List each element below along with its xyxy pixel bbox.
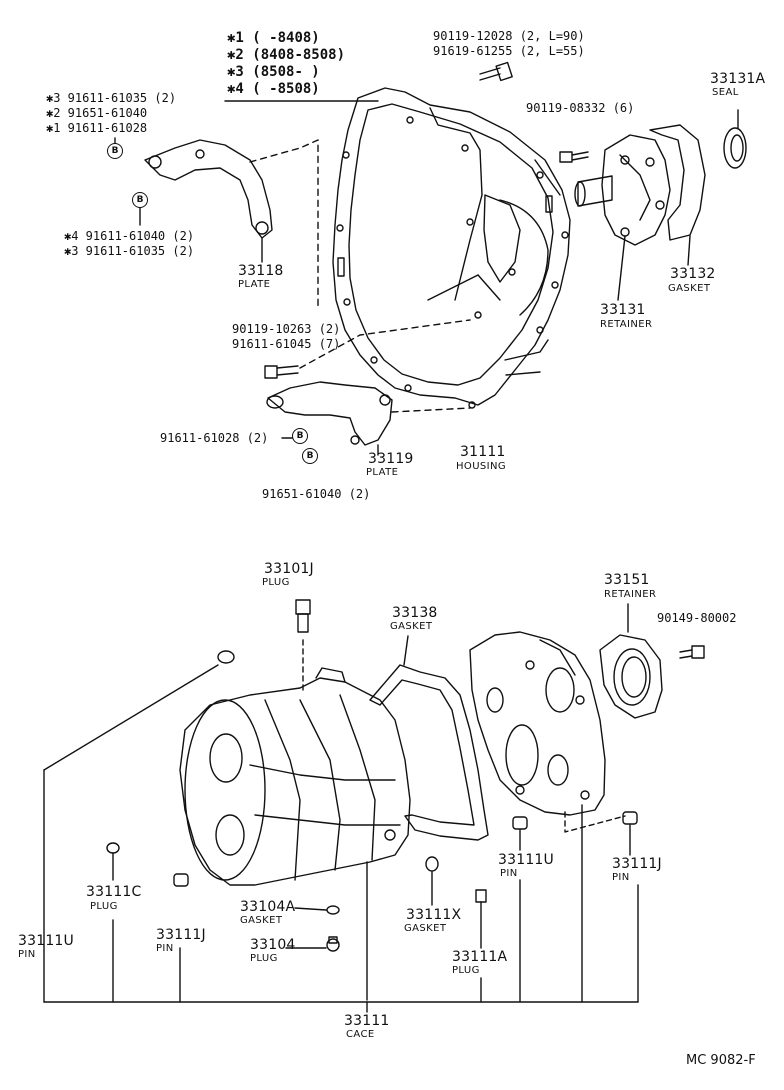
plug-33101J-drawing (295, 599, 311, 691)
part-33111J-a-number: 33111J (156, 927, 206, 943)
part-33104-number: 33104 (250, 937, 296, 953)
bolt-90149-drawing (679, 645, 705, 659)
part-33101J-number: 33101J (264, 561, 314, 577)
bolt-retainer-pn: 90119-08332 (6) (526, 101, 635, 115)
legend-range: ( -8408) (252, 30, 320, 46)
part-33138-number: 33138 (392, 605, 438, 621)
part-33118-name: PLATE (238, 279, 271, 290)
legend-range: (8408-8508) (252, 47, 346, 63)
bolt-top-drawing (479, 61, 513, 82)
part-33104A-number: 33104A (240, 899, 296, 915)
circle-b-marker: B (107, 143, 123, 159)
gasket-33132-drawing (649, 124, 706, 266)
part-33132-name: GASKET (668, 283, 711, 294)
part-33131A-number: 33131A (710, 71, 766, 87)
part-33131A-name: SEAL (712, 87, 739, 98)
plate-33118-drawing (144, 139, 319, 311)
part-33111-name: CACE (346, 1029, 375, 1040)
legend-mark: ✱2 (227, 47, 244, 63)
part-33131-name: RETAINER (600, 319, 653, 330)
legend-row-2: ✱2 (8408-8508) (227, 48, 345, 62)
plug-33111C-drawing (106, 842, 120, 854)
bolt-90149-pn: 90149-80002 (657, 611, 737, 625)
bolt-left-pn-1: ✱3 91611-61035 (2) (46, 91, 177, 105)
bolt-center-pn-1: 90119-10263 (2) (232, 322, 341, 336)
part-33119-number: 33119 (368, 451, 414, 467)
legend-range: (8508- ) (252, 64, 320, 80)
pin-33111J-a-drawing (173, 873, 189, 887)
legend-mark: ✱4 (227, 81, 244, 97)
part-33111J-b-name: PIN (612, 872, 630, 883)
gasket-33104A-drawing (326, 905, 340, 915)
part-31111-number: 31111 (460, 444, 506, 460)
bolt-retainer-drawing (559, 151, 589, 163)
circle-b-marker: B (302, 448, 318, 464)
pin-33111U-b-drawing (512, 816, 528, 830)
leader-bracket (43, 769, 639, 1013)
seal-drawing (723, 109, 747, 169)
part-33111J-a-name: PIN (156, 943, 174, 954)
circle-b-marker: B (132, 192, 148, 208)
bolt-center-drawing (264, 319, 471, 379)
part-33151-number: 33151 (604, 572, 650, 588)
part-33111-number: 33111 (344, 1013, 390, 1029)
part-33111A-number: 33111A (452, 949, 508, 965)
bolt-center-pn-2: 91611-61045 (7) (232, 337, 341, 351)
part-33111U-a-name: PIN (18, 949, 36, 960)
part-31111-name: HOUSING (456, 461, 507, 472)
pin-top-left-drawing (43, 650, 235, 771)
part-33151-name: RETAINER (604, 589, 657, 600)
gasket-33138-drawing (369, 635, 489, 841)
bell-housing-drawing (332, 87, 571, 409)
part-33138-name: GASKET (390, 621, 433, 632)
bolt-top-pn-2: 91619-61255 (2, L=55) (433, 44, 585, 58)
circle-b-marker: B (292, 428, 308, 444)
plate-33119-drawing (266, 381, 471, 456)
part-33111A-name: PLUG (452, 965, 480, 976)
legend-row-3: ✱3 (8508- ) (227, 65, 320, 79)
part-33111X-number: 33111X (406, 907, 462, 923)
plug-33104-drawing (326, 936, 340, 952)
part-33111X-name: GASKET (404, 923, 447, 934)
part-33104A-name: GASKET (240, 915, 283, 926)
part-33119-name: PLATE (366, 467, 399, 478)
bolt-plate-lower-pn-a: 91611-61028 (2) (160, 431, 269, 445)
diagram-code: MC 9082-F (686, 1053, 756, 1068)
legend-range: ( -8508) (252, 81, 320, 97)
legend-mark: ✱3 (227, 64, 244, 80)
part-33104-name: PLUG (250, 953, 278, 964)
part-33131-number: 33131 (600, 302, 646, 318)
legend-mark: ✱1 (227, 30, 244, 46)
bolt-left-pn-5: ✱3 91611-61035 (2) (64, 244, 195, 258)
part-33111U-b-number: 33111U (498, 852, 554, 868)
part-33132-number: 33132 (670, 266, 716, 282)
leader-33104A (294, 907, 327, 911)
gasket-33111X-drawing (425, 856, 439, 872)
part-33111U-b-name: PIN (500, 868, 518, 879)
bolt-top-pn-1: 90119-12028 (2, L=90) (433, 29, 585, 43)
part-33111J-b-number: 33111J (612, 856, 662, 872)
bolt-left-pn-3: ✱1 91611-61028 (46, 121, 148, 135)
legend-row-4: ✱4 ( -8508) (227, 82, 320, 96)
bolt-left-pn-2: ✱2 91651-61040 (46, 106, 148, 120)
retainer-33131-drawing (574, 134, 671, 301)
part-33101J-name: PLUG (262, 577, 290, 588)
transmission-case-drawing (179, 667, 411, 1001)
retainer-33151-drawing (599, 603, 663, 719)
bolt-plate-lower-pn-b: 91651-61040 (2) (262, 487, 371, 501)
part-33111C-name: PLUG (90, 901, 118, 912)
rear-plate-drawing (469, 631, 626, 833)
plug-33111A-drawing (475, 889, 487, 949)
bolt-left-pn-4: ✱4 91611-61040 (2) (64, 229, 195, 243)
legend-row-1: ✱1 ( -8408) (227, 31, 320, 45)
part-33118-number: 33118 (238, 263, 284, 279)
part-33111C-number: 33111C (86, 884, 142, 900)
part-33111U-a-number: 33111U (18, 933, 74, 949)
pin-33111J-b-drawing (622, 811, 638, 825)
